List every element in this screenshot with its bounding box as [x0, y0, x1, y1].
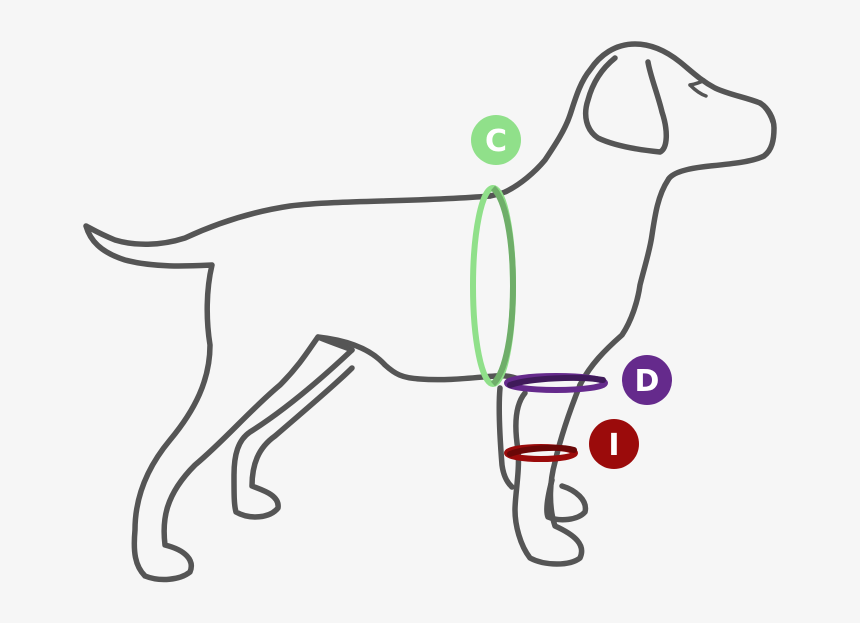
badge-upper-leg: D: [622, 355, 672, 405]
badge-chest-label: C: [485, 124, 507, 159]
badge-lower-leg: I: [589, 419, 639, 469]
dog-chest-neck: [580, 103, 774, 385]
badge-chest: C: [471, 115, 521, 165]
badge-upper-leg-label: D: [635, 364, 660, 399]
lower-leg-measurement-ring: [507, 447, 575, 459]
dog-ear: [586, 58, 667, 152]
dog-head-top: [490, 44, 760, 196]
dog-inner-hindleg: [234, 350, 352, 517]
dog-front-leg-front: [515, 385, 582, 564]
dog-front-leg-back: [499, 388, 512, 487]
chest-measurement-ring: [473, 188, 513, 384]
dog-outline-icon: [86, 44, 774, 579]
badge-lower-leg-label: I: [608, 428, 619, 463]
upper-leg-measurement-ring: [507, 376, 605, 390]
dog-back-tail-hindleg: [86, 196, 490, 579]
